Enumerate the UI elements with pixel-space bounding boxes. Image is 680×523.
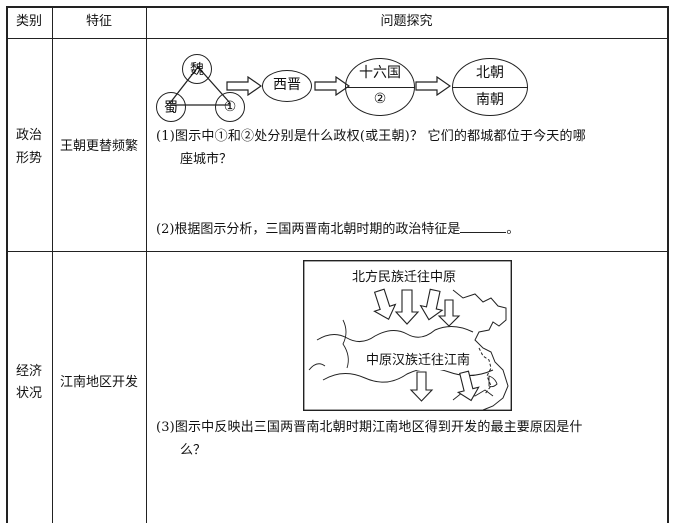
row-divider: [6, 251, 668, 252]
shiliuguo-label: 十六国: [359, 65, 401, 81]
header-category: 类别: [15, 14, 42, 29]
col-divider-2: [146, 6, 147, 523]
answer-blank[interactable]: [460, 220, 507, 233]
map-south-label: 中原汉族迁往江南: [366, 351, 471, 370]
shu-circle: 蜀: [156, 92, 186, 122]
col-divider-1: [52, 6, 53, 523]
map-north-label: 北方民族迁往中原: [352, 270, 457, 285]
category-politics-line2: 形势: [15, 151, 42, 166]
feature-jiangnan-development: 江南地区开发: [59, 375, 138, 390]
nanchao-label: 南朝: [476, 92, 504, 108]
category-economy-line2: 状况: [15, 386, 42, 401]
north-south-divider: [452, 87, 528, 89]
wei-circle: 魏: [182, 54, 212, 84]
header-feature: 特征: [85, 14, 112, 29]
question-3-line2: 么？: [180, 443, 207, 458]
arrow-right-icon: [415, 76, 451, 96]
arrow-right-icon: [226, 76, 262, 96]
xijin-label: 西晋: [273, 77, 301, 93]
wei-label: 魏: [190, 62, 204, 78]
header-bottom-border: [6, 38, 668, 39]
feature-dynasty-change: 王朝更替频繁: [59, 139, 138, 154]
wu-label: ①: [223, 99, 237, 115]
migration-map: [303, 260, 512, 411]
question-2: (2)根据图示分析，三国两晋南北朝时期的政治特征是 。: [156, 220, 519, 239]
question-2-text: (2)根据图示分析，三国两晋南北朝时期的政治特征是: [156, 222, 461, 237]
beichao-label: 北朝: [476, 65, 504, 81]
table-left-border: [6, 6, 8, 523]
shu-label: 蜀: [164, 100, 178, 116]
category-economy-line1: 经济: [15, 364, 42, 379]
xijin-oval: [262, 70, 312, 102]
circle2-label: ②: [373, 91, 387, 107]
arrow-right-icon: [314, 76, 350, 96]
shiliuguo-divider: [345, 87, 415, 89]
question-1-line1: (1)图示中①和②处分别是什么政权(或王朝)？ 它们的都城都位于今天的哪: [156, 129, 586, 144]
wu-circle: ①: [215, 92, 245, 122]
table-right-border: [667, 6, 669, 523]
question-2-end: 。: [506, 222, 520, 237]
category-politics-line1: 政治: [15, 128, 42, 143]
header-question: 问题探究: [380, 14, 433, 29]
question-3-line1: (3)图示中反映出三国两晋南北朝时期江南地区得到开发的最主要原因是什: [156, 420, 583, 435]
table-top-border: [6, 6, 668, 8]
question-1-line2: 座城市？: [180, 152, 233, 167]
